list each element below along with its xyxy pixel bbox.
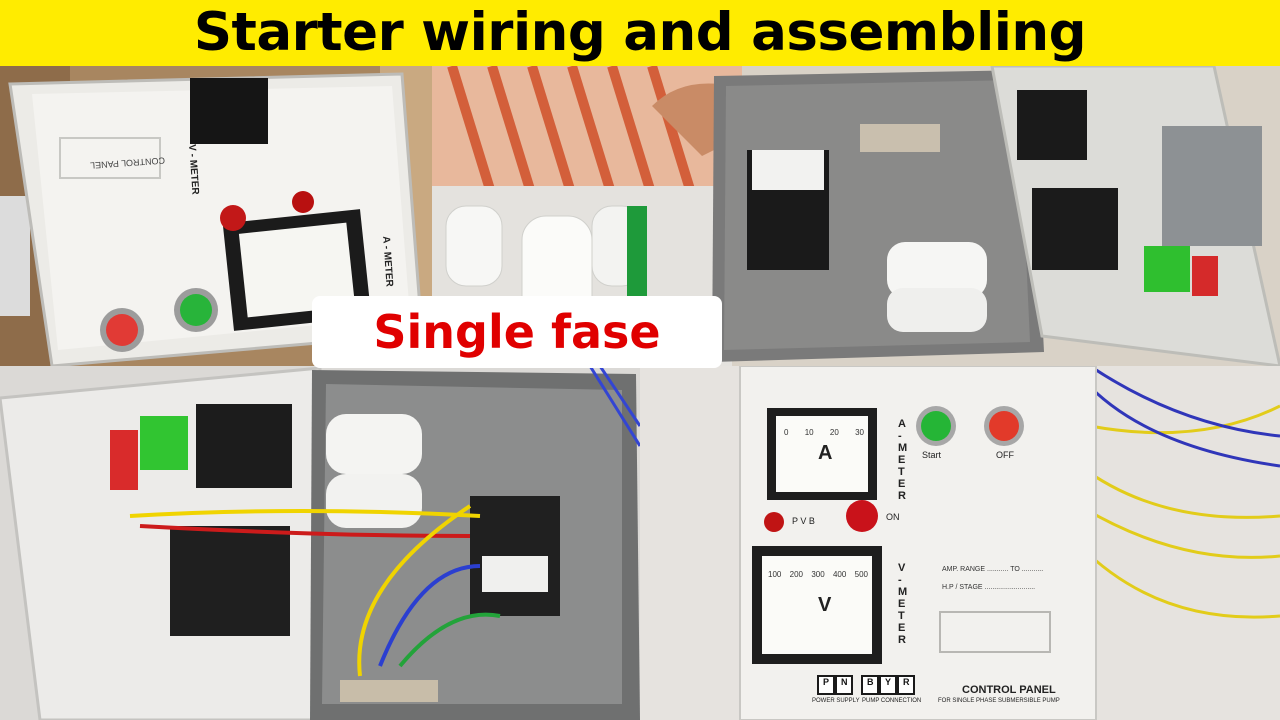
off-label: OFF <box>996 450 1014 460</box>
video-title: Starter wiring and assembling <box>193 2 1087 63</box>
photo-wiring <box>0 366 640 720</box>
on-label: ON <box>886 512 900 522</box>
power-supply-label: POWER SUPPLY <box>812 698 860 704</box>
control-panel-label: CONTROL PANEL <box>962 684 1056 696</box>
title-banner: Starter wiring and assembling <box>0 0 1280 66</box>
ammeter-unit: A <box>818 442 833 464</box>
photo-front-panel: A - METER V - METER Start OFF P V B ON A… <box>640 366 1280 720</box>
control-panel-subtitle: FOR SINGLE PHASE SUBMERSIBLE PUMP <box>938 698 1060 704</box>
photo-closed-panel: CONTROL PANEL A - METER V - METER <box>0 66 432 366</box>
v-meter-label: V - METER <box>898 562 908 646</box>
a-meter-label: A - METER <box>898 418 908 502</box>
amp-range-line: AMP. RANGE ........... TO ........... <box>942 566 1044 573</box>
caption-label: Single fase <box>312 296 722 368</box>
pump-connection-label: PUMP CONNECTION <box>862 698 922 704</box>
hp-stage-line: H.P / STAGE .......................... <box>942 584 1036 591</box>
voltmeter-unit: V <box>818 594 832 616</box>
pvb-label: P V B <box>792 516 815 526</box>
start-label: Start <box>922 450 942 460</box>
